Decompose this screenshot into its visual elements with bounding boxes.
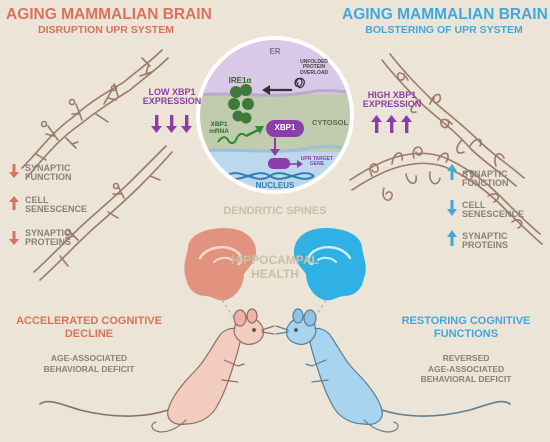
arrow-down-icon xyxy=(9,164,19,178)
dendrite-left xyxy=(21,49,173,281)
xbp1-protein-icon xyxy=(266,120,304,137)
ire1a-label: IRE1α xyxy=(228,76,252,85)
ire1a-receptor-icon xyxy=(228,84,254,124)
arrow-down-icon xyxy=(447,200,457,216)
right-subtitle: BOLSTERING OF UPR SYSTEM xyxy=(365,24,523,36)
triple-up-arrow-icon xyxy=(371,115,412,133)
arrow-up-icon xyxy=(9,196,19,210)
cytosol-label: CYTOSOL xyxy=(311,118,349,127)
mouse-left-icon xyxy=(39,308,275,433)
triple-down-arrow-icon xyxy=(151,115,192,133)
right-title: AGING MAMMALIAN BRAIN xyxy=(342,6,548,23)
brain-left-icon xyxy=(184,228,256,301)
left-title: AGING MAMMALIAN BRAIN xyxy=(6,6,212,23)
dendritic-spines-label: DENDRITIC SPINES xyxy=(223,205,327,217)
unfolded-protein-icon xyxy=(294,77,305,89)
brain-right-icon xyxy=(294,228,366,301)
arrow-up-icon xyxy=(447,230,457,246)
xbp1-protein-label: XBP1 xyxy=(274,123,296,132)
mouse-right-icon xyxy=(275,308,511,433)
nucleus-label: NUCLEUS xyxy=(255,181,295,190)
mrna-strand-icon xyxy=(217,132,247,144)
er-label: ER xyxy=(269,47,281,56)
thought-tail-left xyxy=(221,299,235,319)
arrow-down-icon xyxy=(9,231,19,245)
left-subtitle: DISRUPTION UPR SYSTEM xyxy=(38,24,174,36)
dendrite-right xyxy=(349,53,543,245)
arrow-up-icon xyxy=(447,164,457,180)
